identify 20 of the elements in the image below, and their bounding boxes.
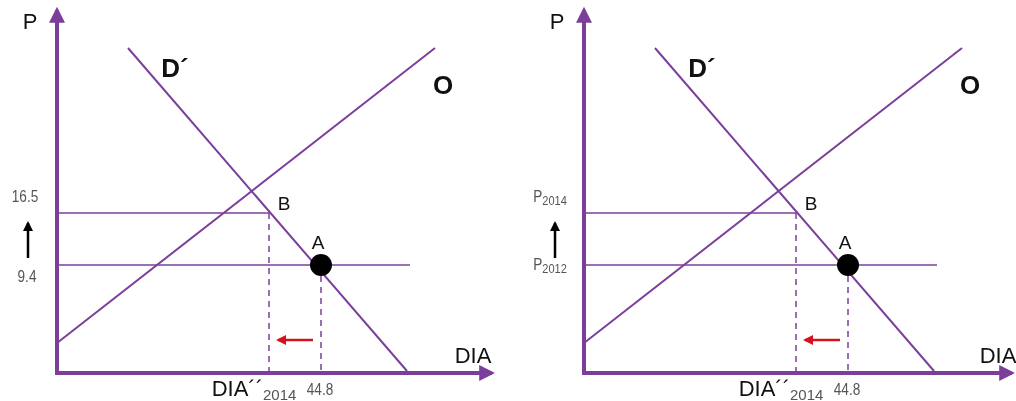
point-label: A	[311, 232, 325, 252]
curve-label: D´	[688, 55, 716, 81]
point-label: B	[277, 193, 291, 213]
axis-label: DIA	[979, 345, 1016, 367]
quantity-label: 44.8	[833, 382, 861, 398]
axis-label: DIA´´$_{2014}$	[738, 378, 824, 401]
price-label: P$_{2012}$	[533, 257, 567, 275]
axis-label: P	[22, 11, 38, 33]
point-label: B	[804, 193, 818, 213]
axis-label: DIA´´$_{2014}$	[211, 378, 297, 401]
price-label: P$_{2014}$	[533, 189, 567, 207]
axis-label: P	[549, 11, 565, 33]
price-label: 9.4	[17, 269, 37, 285]
curve-label: O	[959, 72, 981, 98]
point-label: A	[838, 232, 852, 252]
curve-label: D´	[161, 55, 189, 81]
quantity-label: 44.8	[306, 382, 334, 398]
price-label: 16.5	[11, 189, 39, 205]
axis-label: DIA	[454, 345, 492, 367]
curve-label: O	[432, 72, 454, 98]
